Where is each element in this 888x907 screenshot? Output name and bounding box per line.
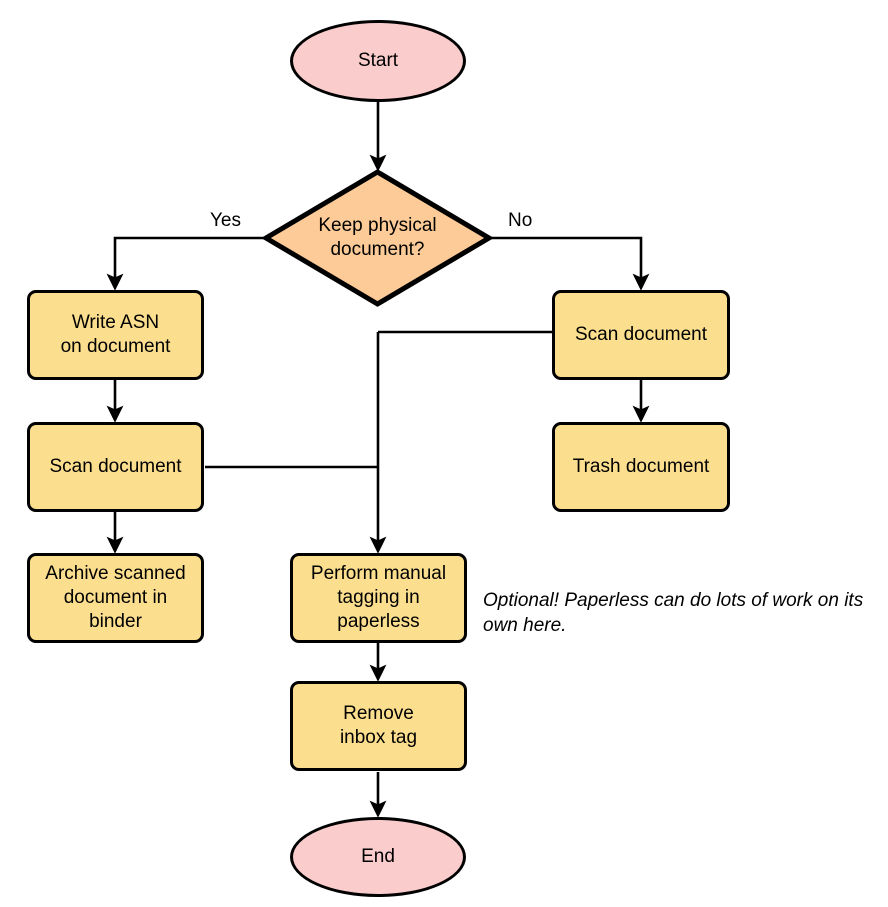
- note-optional-paperless: Optional! Paperless can do lots of work …: [483, 590, 864, 636]
- node-remove-inbox-tag[interactable]: Remove inbox tag: [290, 681, 467, 771]
- node-write-asn-on-document[interactable]: Write ASN on document: [27, 290, 204, 380]
- node-archive-scanned-document[interactable]: Archive scanned document in binder: [27, 553, 204, 643]
- node-archive-label: Archive scanned document in binder: [45, 563, 186, 632]
- node-scan-document-left[interactable]: Scan document: [27, 422, 204, 512]
- diamond-shape: [263, 169, 492, 307]
- node-scan-document-right-label: Scan document: [574, 324, 708, 345]
- node-tagging-label: Perform manual tagging in paperless: [310, 563, 447, 632]
- node-scan-document-right[interactable]: Scan document: [552, 290, 730, 380]
- node-end-label: End: [361, 846, 395, 867]
- node-decision-label: Keep physical document?: [318, 215, 437, 260]
- edge-label-no: No: [508, 210, 533, 231]
- node-write-asn-label: Write ASN on document: [60, 312, 171, 357]
- node-end[interactable]: End: [290, 817, 466, 897]
- node-perform-manual-tagging[interactable]: Perform manual tagging in paperless: [290, 553, 467, 643]
- node-scan-document-left-label: Scan document: [49, 456, 182, 477]
- node-keep-physical-document-decision[interactable]: Keep physical document?: [263, 169, 492, 307]
- edge-decision-no-to-scan-right: [490, 236, 650, 291]
- node-start-label: Start: [357, 50, 399, 71]
- node-trash-document[interactable]: Trash document: [552, 422, 730, 512]
- node-trash-document-label: Trash document: [572, 456, 710, 477]
- edge-label-yes: Yes: [210, 210, 241, 231]
- edge-decision-yes-to-write-asn: [106, 236, 265, 291]
- node-remove-inbox-tag-label: Remove inbox tag: [339, 703, 418, 748]
- node-start[interactable]: Start: [290, 20, 466, 102]
